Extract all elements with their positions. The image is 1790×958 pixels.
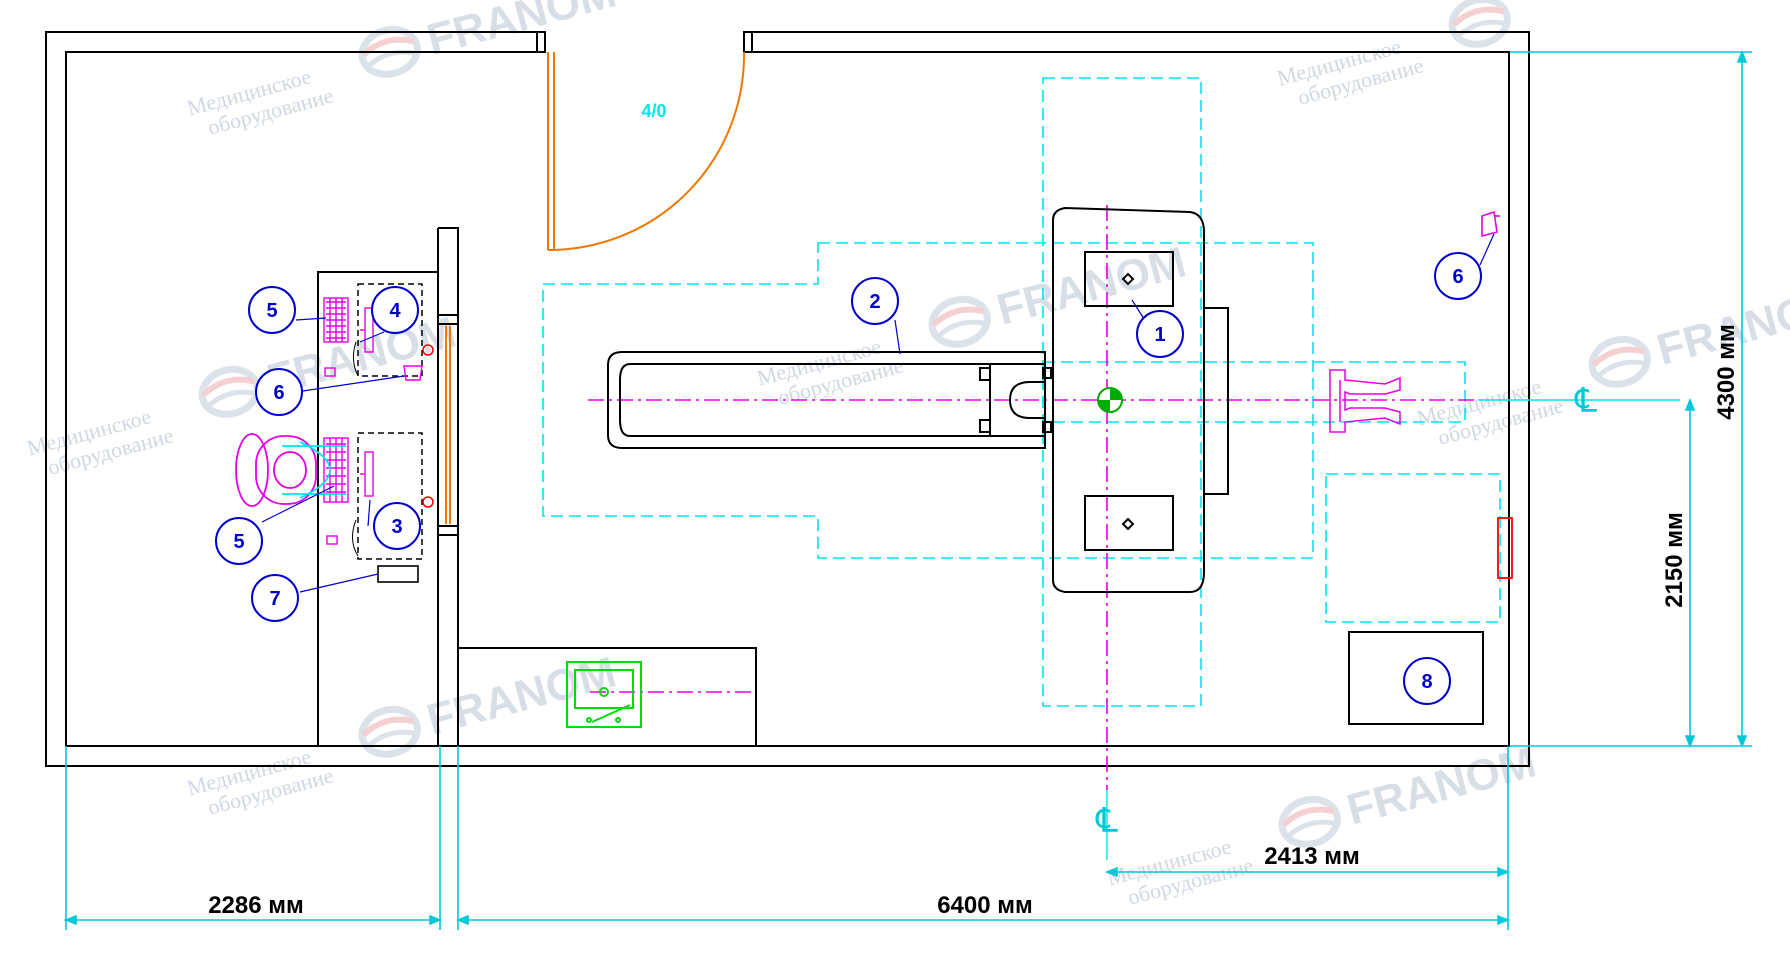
callout-circle-1 — [1136, 310, 1184, 358]
dim-room-depth: 4300 мм — [1713, 324, 1740, 420]
dim-offset-width: 2413 мм — [1264, 843, 1360, 870]
callout-circle-4 — [371, 286, 419, 334]
callout-circle-7 — [251, 574, 299, 622]
monitor-icon — [364, 451, 374, 497]
callout-label-8: 8 — [1421, 671, 1432, 693]
callout-label-2: 2 — [869, 291, 880, 313]
zone-vertical — [1042, 77, 1202, 707]
watermark-brand: FRANOM — [1342, 737, 1541, 834]
c-arm-gantry — [607, 351, 1052, 449]
center-axes — [588, 205, 1478, 790]
wall-device — [1481, 210, 1500, 238]
callout-circle-3 — [373, 502, 421, 550]
entrance-door[interactable] — [547, 51, 746, 252]
table-base — [1203, 307, 1229, 495]
franom-logo-icon — [1447, 0, 1512, 50]
callout-circle-6 — [1434, 252, 1482, 300]
callout-label-5: 5 — [233, 531, 244, 553]
workstation-bottom — [323, 437, 374, 545]
callout-label-4: 4 — [389, 300, 401, 322]
workstation-top — [323, 297, 423, 381]
table-body — [1052, 206, 1205, 593]
callout-label-6: 6 — [1452, 266, 1463, 288]
isocenter-icon — [1097, 387, 1123, 413]
dim-exam-room-width: 6400 мм — [937, 892, 1033, 919]
diamond-icon — [1121, 272, 1135, 286]
centerline-icon: ℄ — [1574, 382, 1597, 420]
patient-table — [1052, 206, 1229, 593]
door-swing-arc — [547, 51, 746, 252]
franom-logo-icon — [357, 703, 422, 760]
dim-half-depth: 2150 мм — [1661, 512, 1688, 608]
zone-axis-strip — [1042, 361, 1466, 423]
callout-circle-5 — [248, 286, 296, 334]
franom-logo-icon — [197, 363, 262, 420]
watermark-layer: FRANOM Медицинское оборудование Медицинс… — [24, 0, 1790, 910]
red-sockets — [422, 344, 434, 508]
door-jamb-left — [536, 31, 546, 53]
callout-circle-8 — [1403, 657, 1451, 705]
table-pad-bottom — [1084, 495, 1174, 551]
franom-logo-icon — [1277, 793, 1342, 850]
zone-equipment-8 — [1325, 473, 1501, 623]
callout-circle-2 — [851, 277, 899, 325]
walls — [45, 31, 1530, 767]
callout-label-7: 7 — [269, 588, 280, 610]
callout-markers: 1 2 3 4 5 5 6 6 7 8 — [215, 252, 1482, 705]
diamond-icon — [1121, 517, 1135, 531]
dimension-lines — [63, 49, 1752, 930]
franom-logo-icon — [927, 293, 992, 350]
cabinet-8 — [1348, 631, 1484, 725]
door-label: 4/0 — [641, 101, 666, 121]
callout-label-6: 6 — [273, 382, 284, 404]
detector-stand — [1329, 369, 1401, 433]
dim-control-room-width: 2286 мм — [208, 892, 304, 919]
callout-circle-5 — [215, 517, 263, 565]
callout-circle-6 — [255, 368, 303, 416]
callout-label-1: 1 — [1154, 324, 1165, 346]
wall-device-small — [403, 365, 423, 381]
service-zones — [542, 77, 1501, 707]
inner-wall — [65, 51, 1510, 747]
zone-horizontal — [542, 242, 1314, 559]
partition-wall — [437, 227, 459, 746]
mouse-icon — [324, 367, 336, 377]
office-chair — [235, 433, 346, 507]
device-7 — [377, 565, 419, 583]
outer-wall — [45, 31, 1530, 767]
control-window — [445, 326, 451, 524]
callout-label-3: 3 — [391, 516, 402, 538]
callout-label-5: 5 — [266, 300, 277, 322]
alert-panel — [1497, 517, 1513, 579]
counter-cabinet — [457, 647, 757, 747]
door-jamb-right — [743, 31, 753, 53]
mouse-icon — [326, 535, 338, 545]
cable-lines — [352, 341, 359, 557]
workstation-frames — [357, 283, 423, 560]
table-pad-top — [1084, 251, 1174, 307]
centerline-icon: ℄ — [1095, 802, 1118, 840]
sink — [566, 661, 642, 728]
